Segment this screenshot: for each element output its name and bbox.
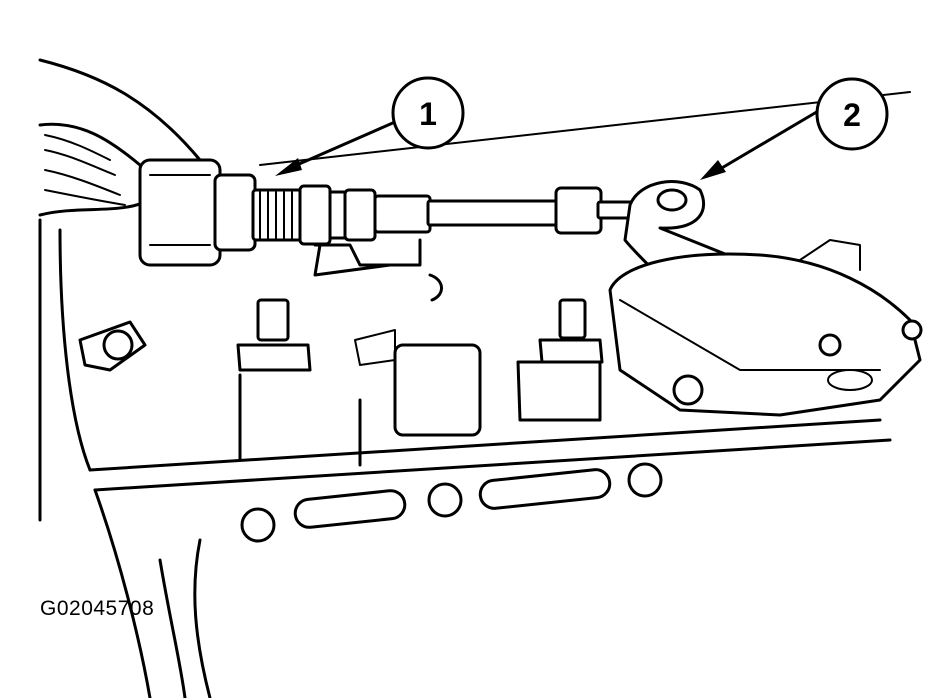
pan-bolts — [240, 462, 663, 543]
callout-2-arrowhead — [700, 160, 726, 180]
cable-bracket — [313, 238, 422, 277]
callout-1-arrowhead — [275, 158, 302, 176]
transmission-case-lower — [38, 218, 892, 698]
bolt-head-left — [78, 320, 147, 372]
callout-2-leader — [713, 108, 822, 174]
leader-line-background — [259, 91, 911, 166]
mounting-studs — [236, 298, 604, 422]
cable-end-connector — [138, 158, 432, 267]
range-sensor-housing — [608, 239, 923, 417]
callout-2: 2 — [815, 77, 889, 151]
callout-1-leader — [288, 120, 397, 170]
figure-id-label: G02045708 — [40, 597, 155, 620]
callout-1: 1 — [391, 76, 465, 150]
shift-cable-rod — [426, 186, 645, 235]
electrical-connector — [354, 273, 482, 437]
leader-lines — [259, 91, 911, 180]
callout-2-number: 2 — [843, 97, 861, 133]
callout-1-number: 1 — [419, 96, 437, 132]
